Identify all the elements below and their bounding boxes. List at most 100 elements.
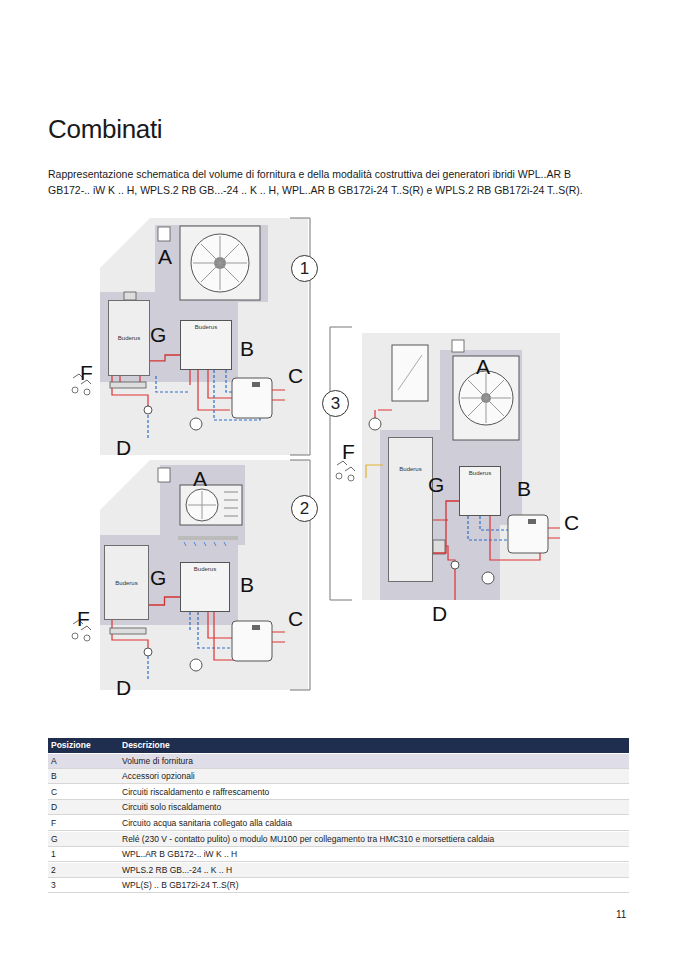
illustration-circle xyxy=(369,418,381,430)
part-letter: A xyxy=(193,468,207,489)
illustration-path xyxy=(148,376,188,440)
part-letter: C xyxy=(288,365,303,386)
illustration-path xyxy=(112,620,148,650)
table-header: Posizione xyxy=(51,738,91,753)
illustration-circle xyxy=(190,418,202,430)
illustration-circle xyxy=(191,234,249,292)
illustration-path xyxy=(433,520,455,600)
illustration-rect xyxy=(508,515,548,553)
illustration-polygon xyxy=(100,460,308,690)
table-cell: Circuiti solo riscaldamento xyxy=(122,800,221,815)
part-letter: C xyxy=(288,608,303,629)
illustration-path xyxy=(178,536,238,540)
illustration-circle xyxy=(144,406,152,414)
brand-name: Buderus xyxy=(194,566,216,572)
boiler-box: Buderus xyxy=(388,437,433,582)
brand-name: Buderus xyxy=(118,335,140,341)
part-letter: B xyxy=(240,338,254,359)
callout-circle: 3 xyxy=(322,390,349,417)
table-cell: WPL(S) .. B GB172i-24 T..S(R) xyxy=(122,878,239,893)
part-letter: G xyxy=(428,474,444,495)
illustration-circle xyxy=(336,473,342,479)
illustration-rect xyxy=(158,468,170,482)
pipe-connector xyxy=(433,501,459,553)
illustration-rect xyxy=(110,382,146,388)
table-cell: G xyxy=(51,832,58,847)
callout-circle: 1 xyxy=(291,255,318,282)
illustration-rect xyxy=(110,628,146,634)
illustration-circle xyxy=(144,648,152,656)
illustration-rect xyxy=(252,625,260,630)
table-cell: C xyxy=(51,785,57,800)
illustration-circle xyxy=(459,371,513,425)
brand-name: Buderus xyxy=(469,470,491,476)
illustration-rect xyxy=(433,540,445,554)
table-cell: A xyxy=(51,754,57,769)
page-number: 11 xyxy=(616,909,626,920)
part-letter: F xyxy=(80,362,93,383)
illustration-rect xyxy=(528,519,536,524)
table-cell: 1 xyxy=(51,847,56,862)
table-cell: Accessori opzionali xyxy=(122,769,195,784)
callout-number: 1 xyxy=(300,259,309,279)
control-module-box: Buderus xyxy=(180,562,230,612)
illustration-polygon xyxy=(100,465,245,625)
illustration-circle xyxy=(72,633,78,639)
callout-circle: 2 xyxy=(291,495,318,522)
part-letter: A xyxy=(158,246,172,267)
table-cell: D xyxy=(51,800,57,815)
illustration-circle xyxy=(451,561,459,569)
brand-name: Buderus xyxy=(399,466,421,472)
illustration-path xyxy=(461,373,511,423)
table-cell: WPLS.2 RB GB...-24 .. K .. H xyxy=(122,863,232,878)
illustration-path xyxy=(468,516,508,540)
illustration-path xyxy=(193,236,247,290)
callout-number: 3 xyxy=(331,394,340,414)
table-cell: B xyxy=(51,769,57,784)
boiler-box: Buderus xyxy=(108,300,150,376)
illustration-path xyxy=(188,491,216,519)
illustration-path xyxy=(184,542,226,546)
part-letter: B xyxy=(240,574,254,595)
illustration-path xyxy=(272,390,285,400)
brand-name: Buderus xyxy=(115,580,137,586)
part-letter: C xyxy=(564,512,579,533)
illustration-circle xyxy=(186,489,218,521)
page-title: Combinati xyxy=(48,114,162,145)
table-cell: WPL..AR B GB172-.. iW K .. H xyxy=(122,847,237,862)
illustration-rect xyxy=(158,227,170,241)
callout-number: 2 xyxy=(300,499,309,519)
illustration-path xyxy=(112,376,148,408)
illustration-rect xyxy=(124,292,136,300)
caption-text: Rappresentazione schematica del volume d… xyxy=(48,166,608,198)
part-letter: D xyxy=(432,603,447,624)
part-letter: G xyxy=(150,567,166,588)
illustration-path xyxy=(330,327,352,600)
table-cell: 3 xyxy=(51,878,56,893)
table-cell: Volume di fornitura xyxy=(122,754,193,769)
illustration-rect xyxy=(252,382,260,387)
part-letter: F xyxy=(342,441,355,462)
part-letter: G xyxy=(150,324,166,345)
illustration-path xyxy=(290,218,310,455)
illustration-rect xyxy=(452,340,464,352)
illustration-rect xyxy=(392,345,428,401)
illustration-polygon xyxy=(100,225,268,382)
illustration-polygon xyxy=(100,218,308,455)
illustration-rect xyxy=(232,621,272,661)
pipe-connector xyxy=(150,355,180,361)
part-letter: B xyxy=(517,478,531,499)
table-header: Descrizione xyxy=(122,738,170,753)
part-letter: F xyxy=(77,608,90,629)
illustration-path xyxy=(148,612,230,680)
table-cell: Circuiti riscaldamento e raffrescamento xyxy=(122,785,269,800)
illustration-path xyxy=(398,355,422,390)
control-module-box: Buderus xyxy=(459,466,501,516)
part-letter: D xyxy=(116,677,131,698)
table-cell: F xyxy=(51,816,56,831)
table-cell: Relé (230 V - contatto pulito) o modulo … xyxy=(122,832,494,847)
boiler-box: Buderus xyxy=(104,545,149,620)
part-letter: D xyxy=(116,437,131,458)
illustration-path xyxy=(224,492,238,516)
